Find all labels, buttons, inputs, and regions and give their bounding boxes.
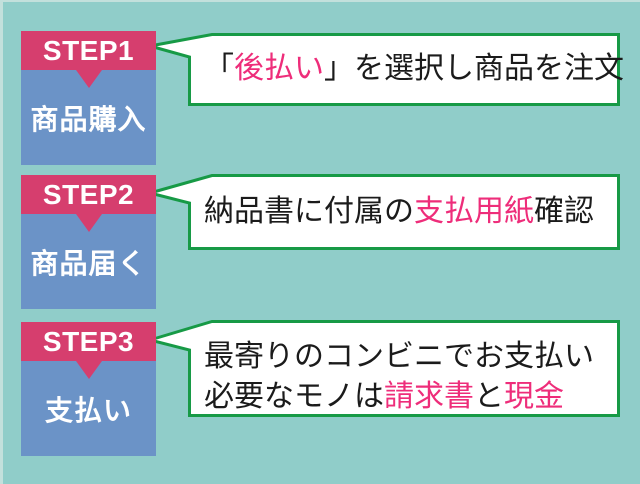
step-1-label: STEP1 xyxy=(42,34,135,66)
step-2-body: 商品届く xyxy=(21,214,156,309)
step-3-header: STEP3 xyxy=(21,322,156,379)
speech-bubble-2-shape xyxy=(144,174,620,250)
frame-edge-left xyxy=(0,0,3,484)
step-1-name: 商品購入 xyxy=(30,103,147,135)
step-2: STEP2 商品届く xyxy=(21,175,156,309)
speech-bubble-1-shape xyxy=(149,33,620,106)
speech-bubble-3-text: 最寄りのコンビニでお支払い必要なモノは請求書と現金 xyxy=(204,340,594,413)
speech-bubble-3-shape xyxy=(144,320,620,417)
step-3-label: STEP3 xyxy=(42,325,135,357)
step-2-header: STEP2 xyxy=(21,175,156,232)
step-3: STEP3 支払い xyxy=(21,322,156,456)
step-1: STEP1 商品購入 xyxy=(21,31,156,165)
step-3-notch-icon xyxy=(75,361,102,379)
step-2-label: STEP2 xyxy=(42,178,135,210)
step-2-name: 商品届く xyxy=(30,247,147,279)
step-1-header: STEP1 xyxy=(21,31,156,88)
speech-bubble-2-text: 納品書に付属の支払用紙確認 xyxy=(204,195,594,228)
step-2-notch-icon xyxy=(75,214,102,232)
step-1-notch-icon xyxy=(75,70,102,88)
step-3-name: 支払い xyxy=(44,394,132,426)
step-1-body: 商品購入 xyxy=(21,70,156,165)
frame-edge-top xyxy=(0,0,640,2)
speech-bubble-1-text: 「後払い」を選択し商品を注文 xyxy=(204,52,624,85)
